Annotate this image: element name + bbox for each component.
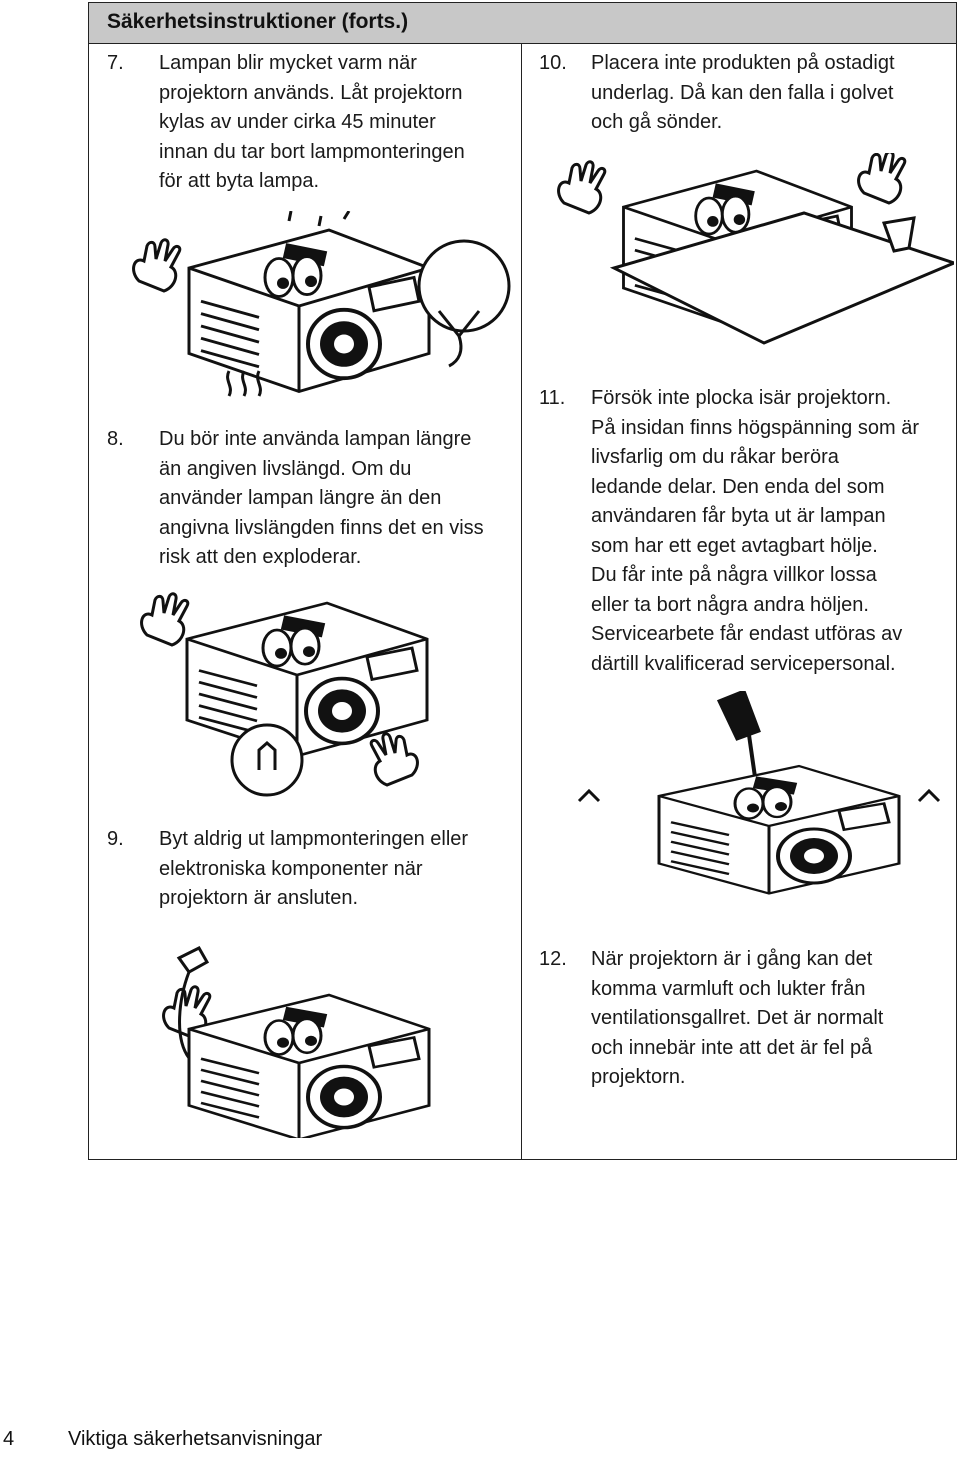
item-text: Placera inte produkten på ostadigt under… xyxy=(591,52,895,133)
item-number: 11. xyxy=(539,387,566,409)
page-number: 4 xyxy=(3,1428,15,1450)
item-text: Försök inte plocka isär projektorn. På i… xyxy=(591,387,919,675)
item-text: Du bör inte använda lampan längre än ang… xyxy=(159,428,484,568)
instruction-item-11: 11. Försök inte plocka isär projektorn. … xyxy=(539,384,949,684)
instruction-item-12: 12. När projektorn är i gång kan det kom… xyxy=(539,945,949,1095)
item-number: 8. xyxy=(107,428,124,450)
instruction-item-10: 10. Placera inte produkten på ostadigt u… xyxy=(539,49,949,139)
section-title: Säkerhetsinstruktioner (forts.) xyxy=(107,10,409,33)
item-text: När projektorn är i gång kan det komma v… xyxy=(591,948,884,1088)
item-number: 9. xyxy=(107,828,124,850)
unstable-surface-illustration xyxy=(557,153,954,345)
lamp-lifetime-illustration xyxy=(140,592,429,797)
hot-projector-illustration xyxy=(132,211,511,397)
column-divider xyxy=(521,43,522,1159)
item-text: Lampan blir mycket varm när projektorn a… xyxy=(159,52,465,192)
item-number: 7. xyxy=(107,52,124,74)
content-frame: Säkerhetsinstruktioner (forts.) 7. Lampa… xyxy=(88,2,957,1160)
instruction-item-7: 7. Lampan blir mycket varm när projektor… xyxy=(107,49,507,199)
unplug-projector-illustration xyxy=(162,946,431,1138)
footer-section-title: Viktiga säkerhetsanvisningar xyxy=(68,1428,323,1450)
item-number: 12. xyxy=(539,948,567,970)
no-disassembly-illustration xyxy=(577,691,941,896)
instruction-item-9: 9. Byt aldrig ut lampmonteringen eller e… xyxy=(107,825,517,915)
item-number: 10. xyxy=(539,52,567,74)
instruction-item-8: 8. Du bör inte använda lampan längre än … xyxy=(107,425,507,575)
item-text: Byt aldrig ut lampmonteringen eller elek… xyxy=(159,828,469,909)
section-header: Säkerhetsinstruktioner (forts.) xyxy=(89,3,956,44)
